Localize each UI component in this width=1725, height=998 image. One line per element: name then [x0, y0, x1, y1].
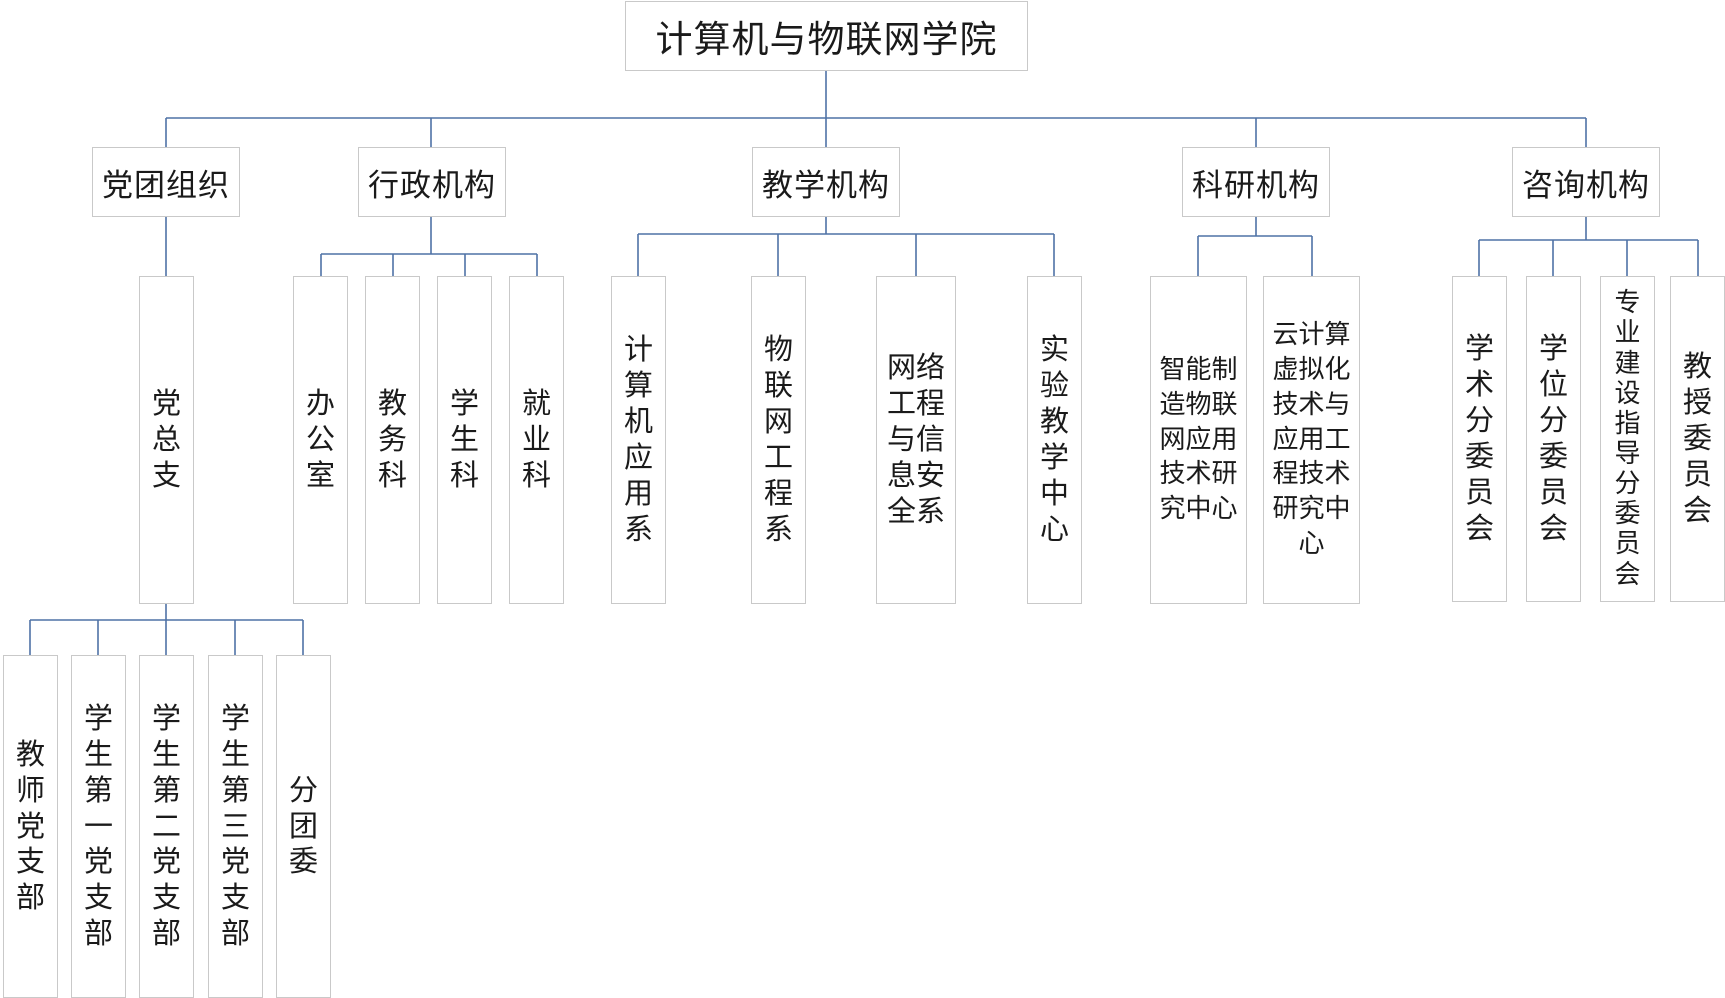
node-label: 云计算 虚拟化 技术与 应用工 程技术 研究中 心 — [1272, 320, 1351, 560]
node-professor-committee: 教 授 委 员 会 — [1670, 276, 1725, 602]
node-label: 党 总 支 — [151, 386, 181, 492]
node-student-section: 学 生 科 — [437, 276, 492, 604]
node-general-office: 办 公 室 — [293, 276, 348, 604]
branch-label: 行政机构 — [368, 167, 496, 204]
node-label: 实 验 教 学 中 心 — [1039, 332, 1069, 546]
node-label: 分 团 委 — [288, 772, 318, 879]
branch-party-organization: 党团组织 — [92, 147, 240, 217]
node-academic-affairs-section: 教 务 科 — [365, 276, 420, 604]
node-label: 智能制 造物联 网应用 技术研 究中心 — [1159, 354, 1238, 525]
node-label: 办 公 室 — [305, 386, 335, 492]
node-label: 学 位 分 委 员 会 — [1538, 331, 1568, 545]
node-smart-manufacturing-iot-center: 智能制 造物联 网应用 技术研 究中心 — [1150, 276, 1247, 604]
node-teacher-party-branch: 教 师 党 支 部 — [3, 655, 58, 998]
branch-administrative: 行政机构 — [358, 147, 506, 217]
node-label: 学 生 第 二 党 支 部 — [151, 700, 181, 951]
node-major-construction-subcommittee: 专 业 建 设 指 导 分 委 员 会 — [1600, 276, 1655, 602]
node-label: 网络 工程 与信 息安 全系 — [886, 350, 945, 528]
node-academic-subcommittee: 学 术 分 委 员 会 — [1452, 276, 1507, 602]
branch-label: 党团组织 — [102, 167, 230, 204]
node-label: 教 师 党 支 部 — [15, 736, 45, 915]
node-computer-application-dept: 计 算 机 应 用 系 — [611, 276, 666, 604]
root-node-label: 计算机与物联网学院 — [655, 18, 998, 61]
node-label: 学 生 第 三 党 支 部 — [220, 700, 250, 951]
node-label: 专 业 建 设 指 导 分 委 员 会 — [1614, 288, 1641, 590]
node-degree-subcommittee: 学 位 分 委 员 会 — [1526, 276, 1581, 602]
node-label: 学 生 科 — [449, 386, 479, 492]
branch-label: 咨询机构 — [1522, 167, 1650, 204]
branch-label: 教学机构 — [762, 167, 890, 204]
node-student-second-party-branch: 学 生 第 二 党 支 部 — [139, 655, 194, 998]
node-student-first-party-branch: 学 生 第 一 党 支 部 — [71, 655, 126, 998]
node-employment-section: 就 业 科 — [509, 276, 564, 604]
node-iot-engineering-dept: 物 联 网 工 程 系 — [751, 276, 806, 604]
node-label: 就 业 科 — [521, 386, 551, 492]
node-label: 计 算 机 应 用 系 — [623, 332, 653, 546]
branch-advisory: 咨询机构 — [1512, 147, 1660, 217]
node-network-security-dept: 网络 工程 与信 息安 全系 — [876, 276, 956, 604]
node-youth-league-committee: 分 团 委 — [276, 655, 331, 998]
node-label: 物 联 网 工 程 系 — [763, 332, 793, 546]
branch-research: 科研机构 — [1182, 147, 1330, 217]
node-label: 教 务 科 — [377, 386, 407, 492]
branch-teaching: 教学机构 — [752, 147, 900, 217]
root-node-college: 计算机与物联网学院 — [625, 1, 1028, 71]
node-lab-teaching-center: 实 验 教 学 中 心 — [1027, 276, 1082, 604]
node-student-third-party-branch: 学 生 第 三 党 支 部 — [208, 655, 263, 998]
node-label: 学 生 第 一 党 支 部 — [83, 700, 113, 951]
node-label: 学 术 分 委 员 会 — [1464, 331, 1494, 545]
node-label: 教 授 委 员 会 — [1682, 349, 1712, 527]
node-cloud-virtualization-center: 云计算 虚拟化 技术与 应用工 程技术 研究中 心 — [1263, 276, 1360, 604]
node-party-general-branch: 党 总 支 — [139, 276, 194, 604]
branch-label: 科研机构 — [1192, 167, 1320, 204]
